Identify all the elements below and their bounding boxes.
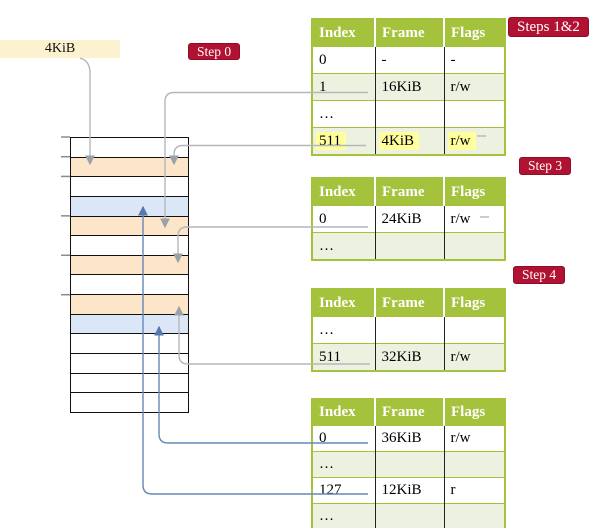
page-size-label: 4KiB (0, 40, 120, 58)
step-label-1-2: Steps 1&2 (508, 17, 589, 37)
table-cell (443, 232, 505, 260)
column-header: Frame (374, 289, 444, 317)
column-header: Frame (374, 399, 444, 426)
table-cell (374, 503, 444, 528)
table-cell: r/w (443, 73, 505, 101)
step-label-4: Step 4 (513, 266, 566, 284)
table-row: … (312, 316, 505, 344)
table-row: … (312, 451, 505, 478)
memory-row-white (71, 274, 188, 295)
table-cell: … (312, 100, 375, 128)
memory-row-peach (71, 294, 188, 314)
table-cell: 36KiB (374, 425, 444, 452)
memory-row-white (71, 392, 188, 412)
table-cell: 16KiB (374, 73, 444, 101)
memory-row-white (71, 138, 188, 157)
table-cell: … (312, 232, 375, 260)
memory-row-white (71, 176, 188, 196)
table-cell: 32KiB (374, 343, 444, 371)
memory-row-white (71, 353, 188, 373)
table-cell: - (443, 46, 505, 74)
step-label-0: Step 0 (188, 43, 241, 60)
memory-row-blue (71, 195, 188, 216)
highlighted-value: r/w (447, 131, 476, 150)
table-cell: 511 (312, 343, 375, 371)
table-cell: 1 (312, 73, 375, 101)
table-cell: r/w (443, 343, 505, 371)
memory-row-blue (71, 313, 188, 334)
table-cell: - (374, 46, 444, 74)
column-header: Frame (374, 178, 444, 206)
column-header: Index (312, 289, 375, 317)
table-cell: r/w (443, 205, 505, 233)
table-cell: … (312, 503, 375, 528)
table-cell: r/w (443, 425, 505, 452)
table-cell: 127 (312, 477, 375, 504)
memory-row-white (71, 372, 188, 393)
column-header: Flags (443, 289, 505, 317)
column-header: Frame (374, 19, 444, 47)
memory-row-white (71, 235, 188, 255)
table-cell: 4KiB (374, 127, 444, 155)
memory-row-peach (71, 215, 188, 236)
column-header: Flags (443, 178, 505, 206)
step-label-3: Step 3 (519, 157, 572, 175)
table-cell (443, 503, 505, 528)
table-cell: r (443, 477, 505, 504)
column-header: Flags (443, 399, 505, 426)
table-cell (443, 100, 505, 128)
table-cell: 0 (312, 425, 375, 452)
table-cell: 511 (312, 127, 375, 155)
table-row: … (312, 100, 505, 128)
highlighted-value: 4KiB (378, 131, 420, 150)
memory-row-peach (71, 156, 188, 177)
table-cell: 12KiB (374, 477, 444, 504)
table-cell (443, 451, 505, 478)
table-cell (374, 451, 444, 478)
table-cell: … (312, 316, 375, 344)
table-row: … (312, 503, 505, 528)
table-cell: … (312, 451, 375, 478)
column-header: Flags (443, 19, 505, 47)
memory-row-white (71, 333, 188, 354)
column-header: Index (312, 178, 375, 206)
table-cell: 0 (312, 205, 375, 233)
table-cell (374, 316, 444, 344)
table-cell: r/w (443, 127, 505, 155)
table-cell: 0 (312, 46, 375, 74)
table-cell: 24KiB (374, 205, 444, 233)
table-row: 0-- (312, 46, 505, 74)
table-row: … (312, 232, 505, 260)
highlighted-value: 511 (316, 131, 346, 150)
table-cell (374, 100, 444, 128)
memory-row-peach (71, 254, 188, 275)
table-cell (374, 232, 444, 260)
column-header: Index (312, 399, 375, 426)
table-row: 511 4KiB r/w (312, 127, 505, 155)
memory-column (70, 137, 189, 413)
column-header: Index (312, 19, 375, 47)
table-cell (443, 316, 505, 344)
